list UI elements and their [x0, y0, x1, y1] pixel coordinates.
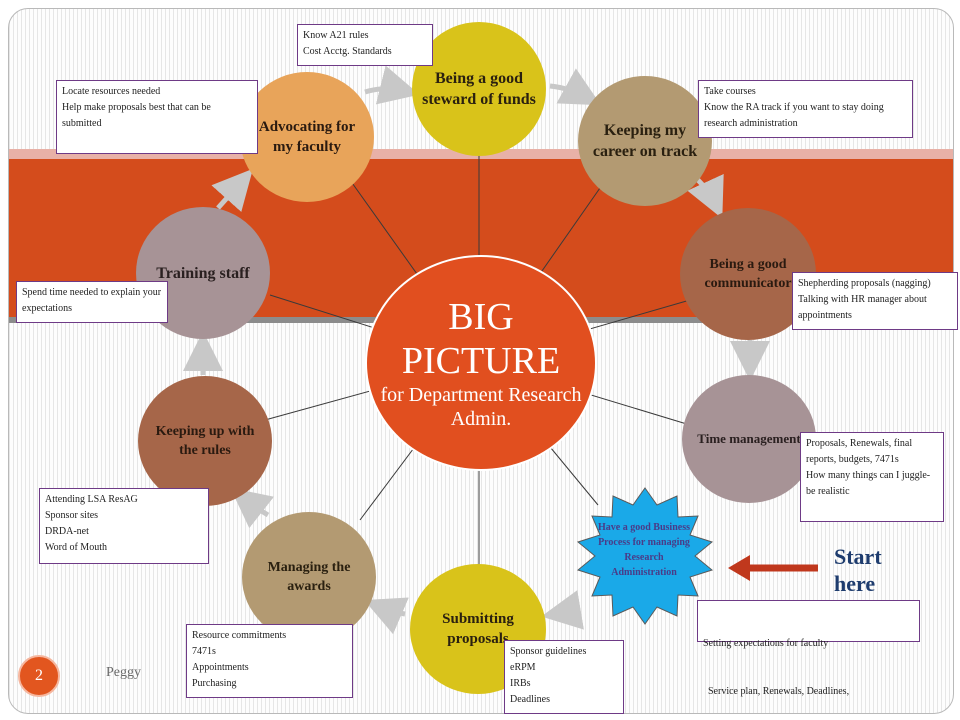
note-line: How many things can I juggle-be realisti…: [806, 470, 931, 497]
note-line: Know the RA track if you want to stay do…: [704, 102, 884, 129]
center-big-picture: BIG PICTURE for Department Research Admi…: [365, 255, 597, 471]
note-rules: Attending LSA ResAG Sponsor sites DRDA-n…: [39, 488, 209, 564]
note-time: Proposals, Renewals, final reports, budg…: [800, 432, 944, 522]
note-line: Take courses: [704, 86, 756, 97]
note-line: Purchasing: [192, 678, 237, 689]
note-line: Setting expectations for faculty: [703, 638, 829, 649]
note-line: Deadlines: [510, 694, 550, 705]
note-line: IRBs: [510, 678, 531, 689]
note-advocating: Locate resources needed Help make propos…: [56, 80, 258, 154]
note-steward: Know A21 rules Cost Acctg. Standards: [297, 24, 433, 66]
center-subtitle: for Department Research Admin.: [380, 384, 582, 430]
node-submitting-label: Submitting proposals: [442, 611, 514, 647]
note-line: Appointments: [192, 662, 249, 673]
star-burst-shape: [576, 487, 714, 625]
node-rules: Keeping up with the rules: [138, 376, 272, 506]
node-managing: Managing the awards: [242, 512, 376, 642]
node-training-label: Training staff: [156, 264, 250, 282]
node-advocating: Advocating for my faculty: [240, 72, 374, 202]
note-line: Help make proposals best that can be sub…: [62, 102, 211, 129]
node-advocating-label: Advocating for my faculty: [258, 119, 356, 155]
node-rules-label: Keeping up with the rules: [155, 424, 255, 458]
note-line: Attending LSA ResAG: [45, 494, 138, 505]
note-communicator: Shepherding proposals (nagging) Talking …: [792, 272, 958, 330]
start-here-text: Start here: [834, 544, 882, 596]
node-career: Keeping my career on track: [578, 76, 712, 206]
note-line: Know A21 rules: [303, 30, 369, 41]
note-line: Spend time needed to explain your expect…: [22, 287, 162, 314]
note-line: Word of Mouth: [45, 542, 107, 553]
note-line: Sponsor guidelines: [510, 646, 587, 657]
note-managing: Resource commitments 7471s Appointments …: [186, 624, 353, 698]
cycle-arrows: [183, 65, 770, 635]
note-line: DRDA-net: [45, 526, 89, 537]
center-title: BIG PICTURE: [401, 296, 561, 382]
node-career-label: Keeping my career on track: [592, 122, 698, 160]
note-line: Talking with HR manager about appointmen…: [798, 294, 927, 321]
page-number: 2: [35, 667, 43, 684]
node-steward: Being a good steward of funds: [412, 22, 546, 156]
note-training: Spend time needed to explain your expect…: [16, 281, 168, 323]
page-number-badge: 2: [18, 655, 60, 697]
note-line: Proposals, Renewals, final reports, budg…: [806, 438, 913, 465]
note-line: Cost Acctg. Standards: [303, 46, 392, 57]
note-career: Take courses Know the RA track if you wa…: [698, 80, 913, 138]
node-time: Time management: [682, 375, 816, 503]
note-line: Sponsor sites: [45, 510, 99, 521]
note-submitting: Sponsor guidelines eRPM IRBs Deadlines: [504, 640, 624, 714]
note-line: 7471s: [192, 646, 216, 657]
node-time-label: Time management: [697, 431, 801, 446]
node-communicator-label: Being a good communicator: [704, 257, 792, 291]
node-submitting: Submitting proposals: [410, 564, 546, 694]
note-line: Resource commitments: [192, 630, 287, 641]
node-managing-label: Managing the awards: [267, 560, 351, 594]
start-here-label: Start here: [834, 543, 904, 597]
note-line: Shepherding proposals (nagging): [798, 278, 931, 289]
note-line: eRPM: [510, 662, 536, 673]
star-burst-label: Have a good Business Process for managin…: [598, 522, 690, 578]
note-line: Locate resources needed: [62, 86, 161, 97]
node-steward-label: Being a good steward of funds: [422, 70, 536, 108]
note-starting: Setting expectations for faculty Service…: [697, 600, 920, 697]
presenter-name: Peggy: [106, 665, 141, 680]
start-arrow-head: [728, 555, 750, 581]
note-line: Service plan, Renewals, Deadlines,: [703, 686, 850, 697]
